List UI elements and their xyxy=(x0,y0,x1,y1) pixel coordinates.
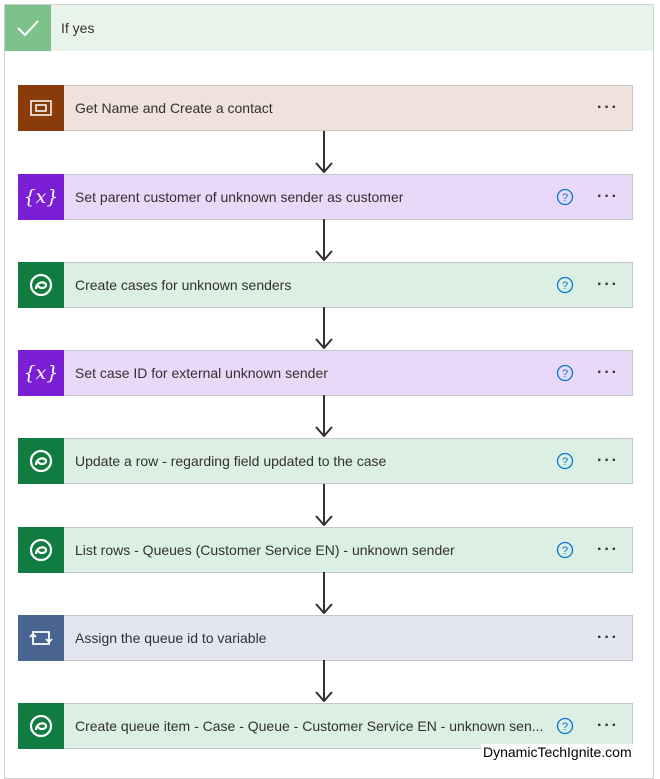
step-update-row[interactable]: Update a row - regarding field updated t… xyxy=(18,438,633,484)
step-get-name-create-contact[interactable]: Get Name and Create a contact ··· xyxy=(18,85,633,131)
more-options-button[interactable]: ··· xyxy=(597,629,619,646)
help-icon[interactable]: ? xyxy=(556,717,574,735)
arrow-down-icon xyxy=(315,131,333,173)
step-label: Set case ID for external unknown sender xyxy=(75,365,328,381)
watermark: DynamicTechIgnite.com xyxy=(481,744,634,760)
svg-text:?: ? xyxy=(562,368,568,380)
arrow-down-icon xyxy=(315,307,333,349)
dataverse-icon xyxy=(18,262,64,308)
branch-header[interactable]: If yes xyxy=(5,5,653,51)
step-assign-queue-id[interactable]: Assign the queue id to variable ··· xyxy=(18,615,633,661)
svg-text:?: ? xyxy=(562,456,568,468)
more-options-button[interactable]: ··· xyxy=(597,717,619,734)
arrow-down-icon xyxy=(315,660,333,702)
checkmark-icon xyxy=(5,5,51,51)
step-label: Set parent customer of unknown sender as… xyxy=(75,189,404,205)
step-label: Assign the queue id to variable xyxy=(75,630,267,646)
help-icon[interactable]: ? xyxy=(556,188,574,206)
step-label: Create cases for unknown senders xyxy=(75,277,292,293)
arrow-down-icon xyxy=(315,219,333,261)
help-icon[interactable]: ? xyxy=(556,276,574,294)
arrow-down-icon xyxy=(315,484,333,526)
more-options-button[interactable]: ··· xyxy=(597,541,619,558)
svg-text:?: ? xyxy=(562,721,568,733)
variable-icon: {x} xyxy=(18,174,64,220)
step-list-rows-queues[interactable]: List rows - Queues (Customer Service EN)… xyxy=(18,527,633,573)
svg-text:?: ? xyxy=(562,545,568,557)
variable-icon: {x} xyxy=(18,350,64,396)
step-label: Update a row - regarding field updated t… xyxy=(75,453,387,469)
more-options-button[interactable]: ··· xyxy=(597,188,619,205)
arrow-down-icon xyxy=(315,572,333,614)
help-icon[interactable]: ? xyxy=(556,541,574,559)
more-options-button[interactable]: ··· xyxy=(597,452,619,469)
more-options-button[interactable]: ··· xyxy=(597,276,619,293)
help-icon[interactable]: ? xyxy=(556,364,574,382)
step-label: List rows - Queues (Customer Service EN)… xyxy=(75,542,455,558)
apply-to-each-icon xyxy=(18,615,64,661)
svg-text:?: ? xyxy=(562,192,568,204)
more-options-button[interactable]: ··· xyxy=(597,364,619,381)
arrow-down-icon xyxy=(315,395,333,437)
step-set-case-id[interactable]: {x} Set case ID for external unknown sen… xyxy=(18,350,633,396)
branch-title: If yes xyxy=(61,20,95,36)
step-set-parent-customer[interactable]: {x} Set parent customer of unknown sende… xyxy=(18,174,633,220)
step-create-cases[interactable]: Create cases for unknown senders ? ··· xyxy=(18,262,633,308)
step-create-queue-item[interactable]: Create queue item - Case - Queue - Custo… xyxy=(18,703,633,749)
dataverse-icon xyxy=(18,438,64,484)
step-label: Get Name and Create a contact xyxy=(75,100,273,116)
help-icon[interactable]: ? xyxy=(556,452,574,470)
svg-text:?: ? xyxy=(562,280,568,292)
step-label: Create queue item - Case - Queue - Custo… xyxy=(75,718,544,734)
scope-icon xyxy=(18,85,64,131)
dataverse-icon xyxy=(18,527,64,573)
dataverse-icon xyxy=(18,703,64,749)
more-options-button[interactable]: ··· xyxy=(597,99,619,116)
